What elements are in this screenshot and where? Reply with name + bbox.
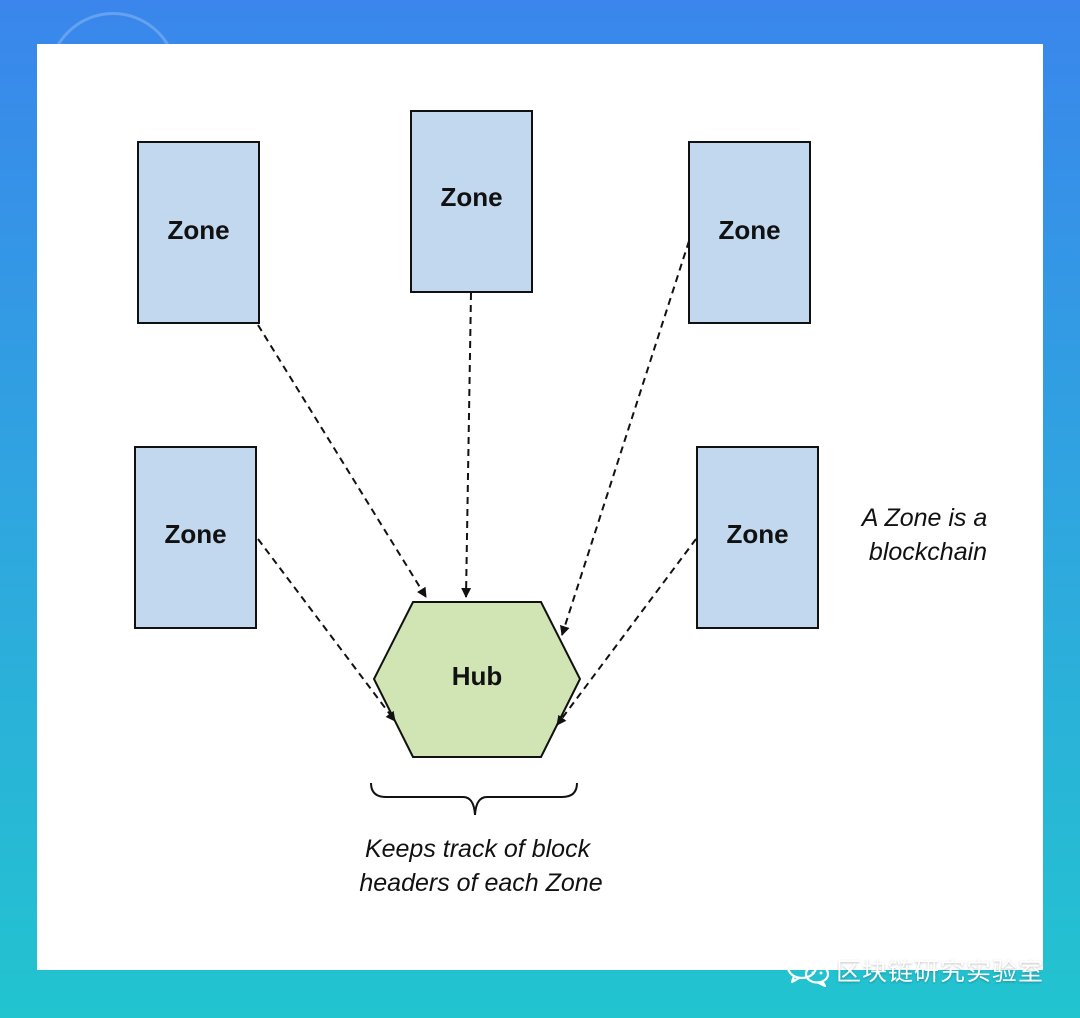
hub-note-line-1: Keeps track of block — [365, 835, 592, 863]
zone-label: Zone — [726, 519, 788, 549]
arrow-zone-bottom-right-to-hub — [556, 538, 697, 726]
curly-brace — [370, 782, 578, 816]
zone-box — [410, 110, 533, 293]
arrow-zone-top-left-to-hub — [257, 324, 427, 598]
zone-label: Zone — [718, 215, 780, 245]
zone-top-right: Zone — [688, 141, 811, 324]
zone-box — [696, 446, 819, 629]
zone-note-line-2: blockchain — [869, 538, 987, 566]
zone-label: Zone — [167, 215, 229, 245]
arrow-zone-bottom-left-to-hub — [257, 538, 396, 722]
zone-label: Zone — [164, 519, 226, 549]
zone-box — [137, 141, 260, 324]
diagram-card: Zone Zone Zone Zone Zone Hub — [37, 44, 1043, 970]
connections — [257, 240, 697, 726]
zone-top-center: Zone — [410, 110, 533, 293]
arrow-zone-top-center-to-hub — [461, 292, 472, 598]
zone-bottom-left: Zone — [134, 446, 257, 629]
wechat-icon — [786, 954, 830, 987]
watermark: 区块链研究实验室 — [786, 952, 1044, 988]
zone-box — [134, 446, 257, 629]
hub-hexagon — [372, 601, 582, 758]
zone-note-line-1: A Zone is a — [860, 504, 988, 532]
hub: Hub — [372, 601, 582, 758]
zone-top-left: Zone — [137, 141, 260, 324]
hub-zone-diagram: Zone Zone Zone Zone Zone Hub — [134, 110, 994, 897]
hub-note-line-2: headers of each Zone — [359, 869, 602, 897]
zone-note: A Zone is a blockchain — [860, 504, 994, 566]
zone-bottom-right: Zone — [696, 446, 819, 629]
zone-box — [688, 141, 811, 324]
hub-note: Keeps track of block headers of each Zon… — [359, 835, 602, 897]
hub-label: Hub — [452, 661, 503, 691]
arrow-zone-top-right-to-hub — [560, 240, 690, 636]
watermark-text: 区块链研究实验室 — [835, 957, 1044, 986]
zone-label: Zone — [440, 182, 502, 212]
